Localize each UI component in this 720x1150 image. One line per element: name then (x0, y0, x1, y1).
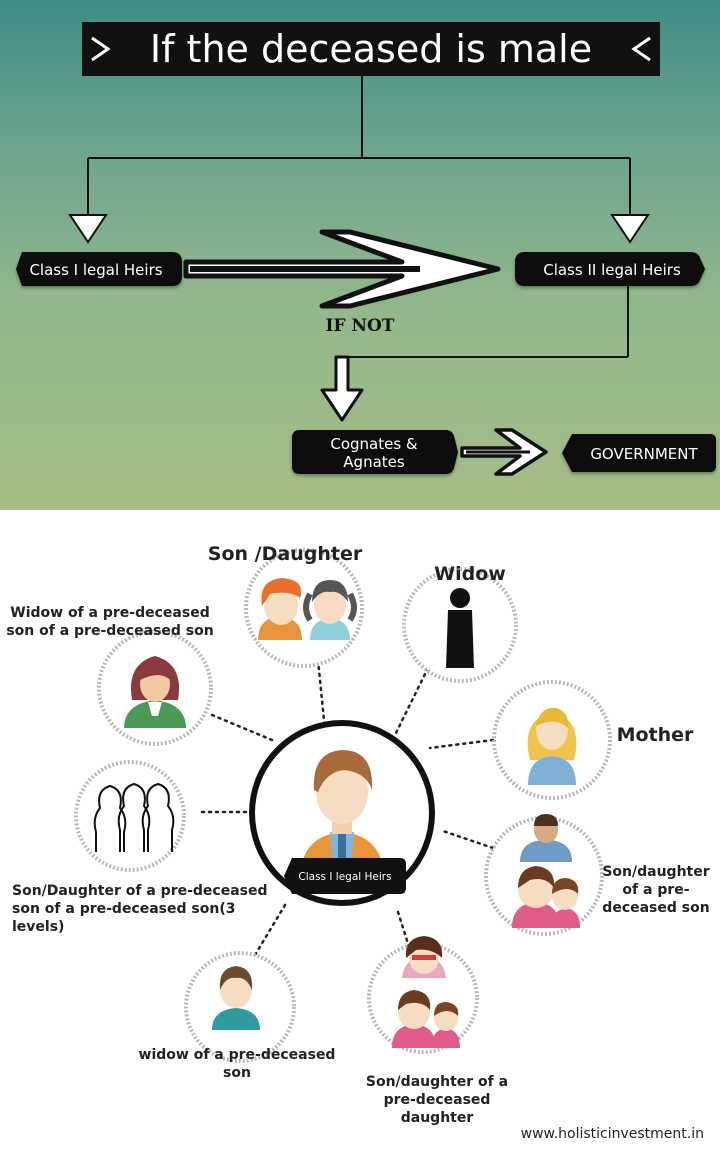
title-connectors (87, 76, 631, 215)
government-pill-shape (562, 434, 716, 472)
government-pill: GOVERNMENT (562, 434, 716, 472)
cognates-pill: Cognates & Agnates (292, 430, 458, 474)
cognates-label-line2: Agnates (343, 453, 405, 471)
widow-icon (446, 588, 474, 668)
label-widow-pd-line1: widow of a pre-deceased (139, 1047, 336, 1063)
label-sd-ppd3-line1: Son/Daughter of a pre-deceased (12, 883, 268, 899)
hub-man-icon (300, 750, 384, 880)
left-down-arrow-icon (68, 214, 108, 244)
label-sd-ppd3-line2: son of a pre-deceased son(3 (12, 901, 235, 917)
class1-label: Class I legal Heirs (29, 261, 162, 279)
footer-url: www.holisticinvestment.in (521, 1126, 704, 1142)
spoke-widow-pd (253, 903, 287, 957)
hub-labels: Son /Daughter Widow Mother Widow of a pr… (6, 543, 709, 1126)
hub-center-label: Class I legal Heirs (298, 871, 391, 883)
class2-connector (342, 286, 629, 358)
label-widow: Widow (434, 563, 506, 585)
widow-pd-icon (212, 966, 260, 1030)
sd-pdd-icon (392, 936, 460, 1048)
down-to-cognates-arrow-icon (320, 355, 364, 422)
label-widow-pd-line2: son (223, 1065, 251, 1081)
label-mother: Mother (617, 724, 694, 746)
spoke-sd-pds (438, 828, 495, 850)
label-sd-pds-line1: Son/daughter (602, 864, 709, 880)
hub-center: Class I legal Heirs (249, 720, 435, 906)
class1-pill: Class I legal Heirs (16, 252, 182, 286)
class1-pill-shape (16, 252, 182, 286)
label-sd-pdd-line1: Son/daughter of a (366, 1074, 508, 1090)
sd-pds-icon (512, 814, 580, 928)
class2-pill-shape (515, 252, 705, 286)
label-sd-pdd-line3: daughter (401, 1110, 474, 1126)
cognates-pill-shape (292, 430, 458, 474)
sd-ppd3-icon (93, 782, 175, 852)
label-sd-pds-line2: of a pre- (622, 882, 689, 898)
hub-center-pill (284, 858, 406, 894)
spoke-widow (393, 666, 430, 737)
class2-label: Class II legal Heirs (543, 261, 681, 279)
title-bar (82, 22, 660, 76)
if-not-label: IF NOT (326, 316, 395, 336)
if-not-arrow-icon (183, 229, 501, 309)
class2-pill: Class II legal Heirs (515, 252, 705, 286)
label-widow-ppd-line2: son of a pre-deceased son (6, 623, 213, 639)
government-label: GOVERNMENT (590, 445, 698, 463)
spoke-sd-pdd (396, 910, 412, 952)
cognates-label-line1: Cognates & (330, 435, 418, 453)
label-sd-pds-line3: deceased son (602, 900, 709, 916)
title-right-chevron-icon (631, 36, 651, 62)
label-sd-pdd-line2: pre-deceased (384, 1092, 491, 1108)
to-government-arrow-icon (460, 428, 548, 476)
widow-ppd-icon (124, 656, 186, 728)
page-title: If the deceased is male (150, 27, 592, 71)
label-sd-ppd3-line3: levels) (12, 919, 64, 935)
right-down-arrow-icon (610, 214, 650, 244)
mother-icon (527, 707, 577, 785)
label-son-daughter: Son /Daughter (208, 543, 363, 565)
sd-ppd3-ring (74, 760, 186, 872)
spoke-widow-ppd (210, 713, 274, 742)
title-left-chevron-icon (91, 36, 111, 62)
title-banner: If the deceased is male (82, 22, 660, 76)
spoke-mother (428, 738, 495, 750)
son-daughter-icon (258, 578, 357, 640)
label-widow-ppd-line1: Widow of a pre-deceased (10, 605, 209, 621)
